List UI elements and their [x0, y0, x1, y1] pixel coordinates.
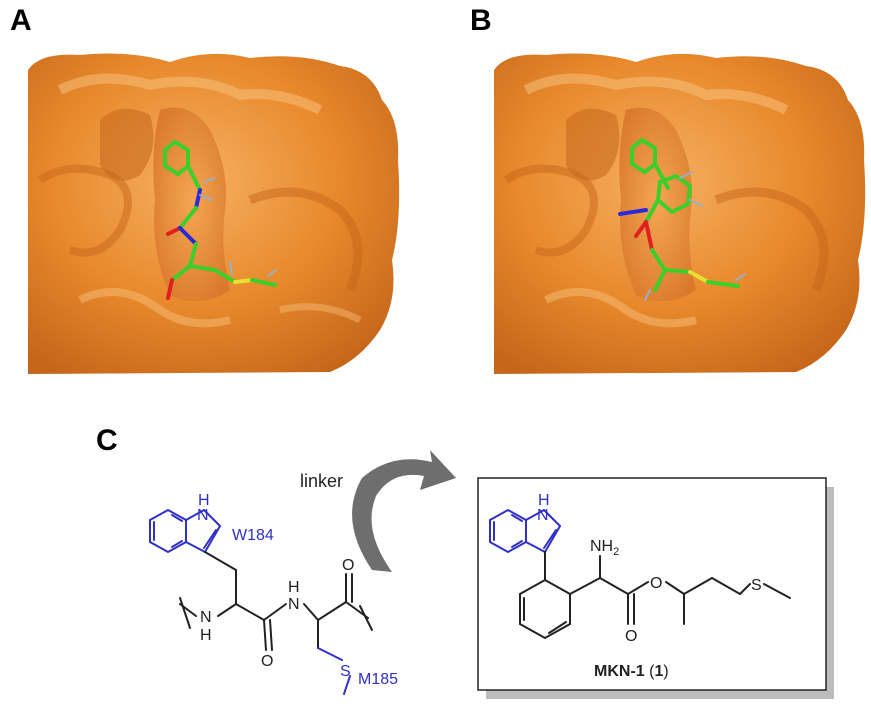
peptide-indole-h: H: [198, 492, 210, 509]
compound-indole-h: H: [538, 492, 550, 509]
indole-w184: [149, 508, 221, 554]
compound-name: MKN-1 (1): [594, 663, 669, 680]
peptide-nh-1-n: N: [200, 609, 212, 626]
peptide-sulfur: S: [340, 663, 351, 680]
ligand-b: [618, 137, 746, 301]
compound-ester-o: O: [650, 575, 662, 592]
panel-label-b: B: [470, 4, 492, 37]
linker-arrow: [352, 450, 456, 572]
peptide-indole-n: N: [197, 507, 209, 524]
compound-sulfur: S: [751, 577, 762, 594]
peptide-carbonyl-o-2: O: [342, 557, 354, 574]
m185-label: M185: [358, 671, 398, 688]
panel-label-c: C: [96, 424, 118, 457]
peptide-carbonyl-o-1: O: [261, 653, 273, 670]
linker-label: linker: [300, 471, 343, 491]
panel-label-a: A: [10, 4, 32, 37]
compound-structure: [489, 508, 791, 640]
peptide-nh-2-h: H: [288, 579, 300, 596]
compound-indole-n: N: [537, 507, 549, 524]
peptide-nh-2-n: N: [288, 596, 300, 613]
compound-carbonyl-o: O: [625, 628, 637, 645]
ligand-a: [163, 139, 277, 300]
peptide-nh-1-h: H: [200, 627, 212, 644]
panel-b-surface: [494, 52, 868, 374]
w184-label: W184: [232, 527, 274, 544]
peptide-structure: [149, 508, 373, 695]
panel-a-surface: [28, 52, 402, 374]
compound-nh2-label: NH2: [590, 538, 619, 558]
